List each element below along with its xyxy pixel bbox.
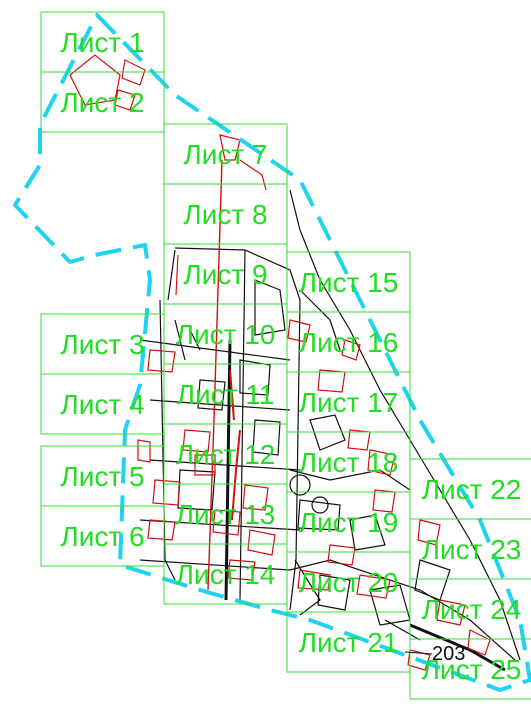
sheet-label-9: Лист 9 [183, 259, 267, 290]
sheet-label-5: Лист 5 [60, 461, 144, 492]
sheet-label-8: Лист 8 [183, 199, 267, 230]
sheet-label-21: Лист 21 [299, 627, 399, 658]
sheet-label-22: Лист 22 [422, 474, 522, 505]
sheet-label-2: Лист 2 [60, 87, 144, 118]
sheet-label-23: Лист 23 [422, 534, 522, 565]
sheet-cell-2 [40, 71, 165, 133]
sheet-label-15: Лист 15 [299, 267, 399, 298]
annotation-leader [404, 651, 433, 655]
sheet-label-11: Лист 11 [177, 379, 275, 410]
sheet-label-12: Лист 12 [176, 439, 276, 470]
sheet-label-24: Лист 24 [422, 594, 522, 625]
sheet-label-10: Лист 10 [176, 319, 276, 350]
sheet-label-14: Лист 14 [176, 559, 276, 590]
sheet-label-7: Лист 7 [183, 139, 267, 170]
sheet-label-13: Лист 13 [176, 499, 276, 530]
sheet-label-20: Лист 20 [299, 567, 399, 598]
sheet-label-1: Лист 1 [60, 27, 144, 58]
sheet-label-18: Лист 18 [299, 447, 399, 478]
sheet-label-16: Лист 16 [299, 327, 399, 358]
sheet-label-25: Лист 25 [422, 654, 522, 685]
sheet-label-3: Лист 3 [60, 329, 144, 360]
sheet-label-4: Лист 4 [60, 389, 144, 420]
sheet-label-19: Лист 19 [299, 507, 399, 538]
sheet-grid: Лист 1 Лист 2 Лист 3 Лист 4 Лист 5 Лист 6 Лист… [40, 11, 531, 700]
annotation-number: 203 [432, 643, 465, 665]
sheet-label-17: Лист 17 [299, 387, 399, 418]
sheet-cell-25 [409, 638, 531, 700]
building-outlines [69, 54, 491, 671]
project-boundary [13, 13, 531, 692]
sheet-label-6: Лист 6 [60, 521, 144, 552]
